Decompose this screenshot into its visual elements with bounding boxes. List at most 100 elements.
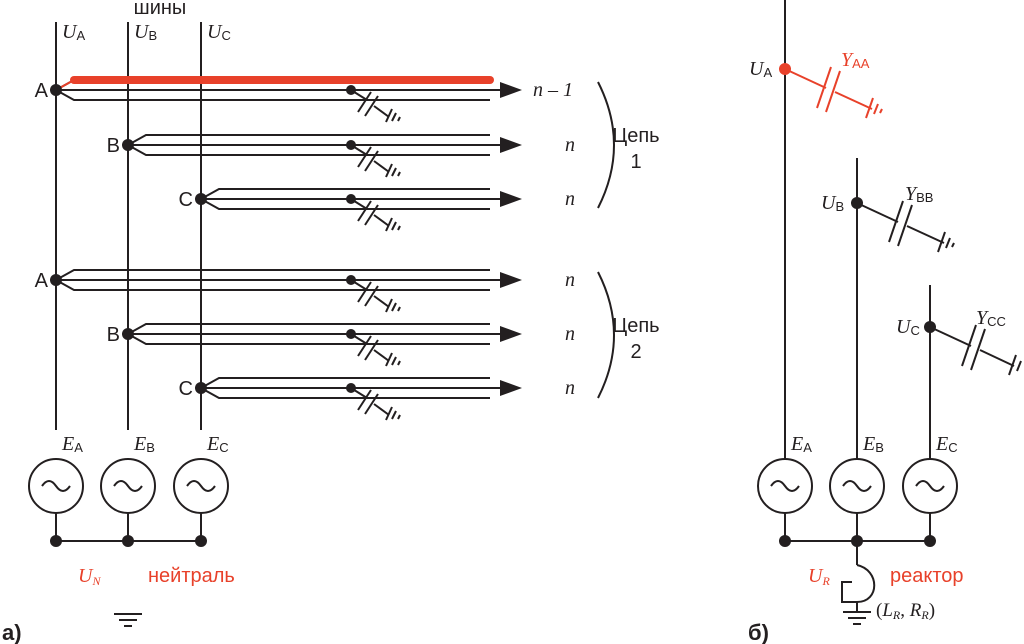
bus-label-c: UC [207, 21, 231, 43]
svg-text:UA: UA [749, 58, 772, 80]
feeder-conductor [200, 198, 490, 210]
feeder-phase-label: B [107, 324, 120, 346]
capacitor-plate [364, 150, 379, 172]
feeder-conductor [127, 333, 490, 345]
feeder-count-label: n [565, 188, 575, 210]
circuit-2-number: 2 [630, 341, 641, 363]
arrow-icon [500, 137, 522, 153]
feeder-conductor [200, 387, 490, 399]
svg-text:YAA: YAA [841, 49, 870, 71]
feeder-conductor [200, 377, 490, 389]
feeder-conductor [55, 269, 490, 281]
feeder-count-label: n [565, 377, 575, 399]
svg-text:EC: EC [206, 433, 229, 455]
feeder-count-label: n – 1 [533, 79, 573, 101]
neutral-voltage-label: UN [78, 565, 101, 588]
sine-icon [915, 480, 945, 492]
capacitor-plate [364, 393, 379, 415]
source-c: EC [173, 433, 229, 541]
bus-label-b: UB [134, 21, 157, 43]
svg-text:YBB: YBB [905, 183, 933, 205]
bus-junction [122, 328, 134, 340]
feeder-conductor [200, 188, 490, 200]
circuit-1-label: Цепь [612, 125, 659, 147]
capacitor-plate [357, 389, 372, 411]
panel-a-label: а) [2, 620, 22, 644]
source-b: EB [829, 433, 885, 541]
capacitor-plate [357, 335, 372, 357]
ground-icon [385, 163, 401, 178]
sine-icon [186, 480, 216, 492]
arrow-icon [500, 82, 522, 98]
svg-text:UC: UC [207, 21, 231, 43]
ground-icon [385, 352, 401, 367]
buses-title: шины [134, 0, 187, 19]
capacitor-lead [373, 349, 390, 362]
bus-junction [50, 84, 62, 96]
feeder-phase-label: C [179, 189, 193, 211]
panel-b: UA YAA UB YBB [748, 0, 1022, 644]
feeder-conductor [55, 89, 490, 101]
reactor-voltage-label: UR [808, 565, 830, 588]
svg-text:UA: UA [62, 21, 85, 43]
svg-text:EB: EB [133, 433, 155, 455]
ground-icon [385, 108, 401, 123]
arrow-icon [500, 191, 522, 207]
neutral-node [924, 535, 936, 547]
svg-text:UB: UB [821, 192, 844, 214]
circuit-1-number: 1 [630, 151, 641, 173]
ground-icon [385, 298, 401, 313]
capacitor-lead [350, 198, 368, 210]
capacitor-plate [357, 281, 372, 303]
reactor-label: реактор [890, 565, 964, 587]
source-a: EA [28, 433, 84, 541]
sine-icon [770, 480, 800, 492]
neutral-node [195, 535, 207, 547]
arrow-icon [500, 380, 522, 396]
capacitor-lead [350, 387, 368, 399]
reactor-params: (LR, RR) [876, 600, 935, 622]
svg-text:EA: EA [61, 433, 83, 455]
capacitor-lead [373, 160, 390, 173]
capacitor-lead [350, 89, 368, 101]
feeder-count-label: n [565, 134, 575, 156]
capacitor-plate [364, 339, 379, 361]
capacitor-lead [350, 279, 368, 291]
neutral-node [779, 535, 791, 547]
sine-icon [41, 480, 71, 492]
capacitor-lead [350, 333, 368, 345]
svg-text:UC: UC [896, 316, 920, 338]
feeder-conductor [127, 144, 490, 156]
sine-icon [842, 480, 872, 492]
capacitor-lead [373, 105, 390, 118]
neutral-label: нейтраль [148, 565, 235, 587]
bus-junction [50, 274, 62, 286]
capacitor-plate [357, 200, 372, 222]
capacitor-lead [373, 295, 390, 308]
neutral-node [50, 535, 62, 547]
feeder-conductor [127, 134, 490, 146]
bus-label-a: UA [62, 21, 85, 43]
reactor-icon [841, 541, 876, 625]
circuit-2-label: Цепь [612, 315, 659, 337]
feeder-phase-label: B [107, 135, 120, 157]
svg-text:EA: EA [790, 433, 812, 455]
ground-icon [385, 406, 401, 421]
feeder-conductor [55, 279, 490, 291]
ground-icon [865, 97, 883, 119]
node-a: UA YAA [749, 49, 883, 119]
node-c: UC YCC [896, 307, 1022, 376]
ground-icon [1008, 354, 1022, 376]
arrow-icon [500, 272, 522, 288]
svg-text:EB: EB [862, 433, 884, 455]
capacitor-plate [357, 146, 372, 168]
sine-icon [113, 480, 143, 492]
capacitor-plate [364, 95, 379, 117]
